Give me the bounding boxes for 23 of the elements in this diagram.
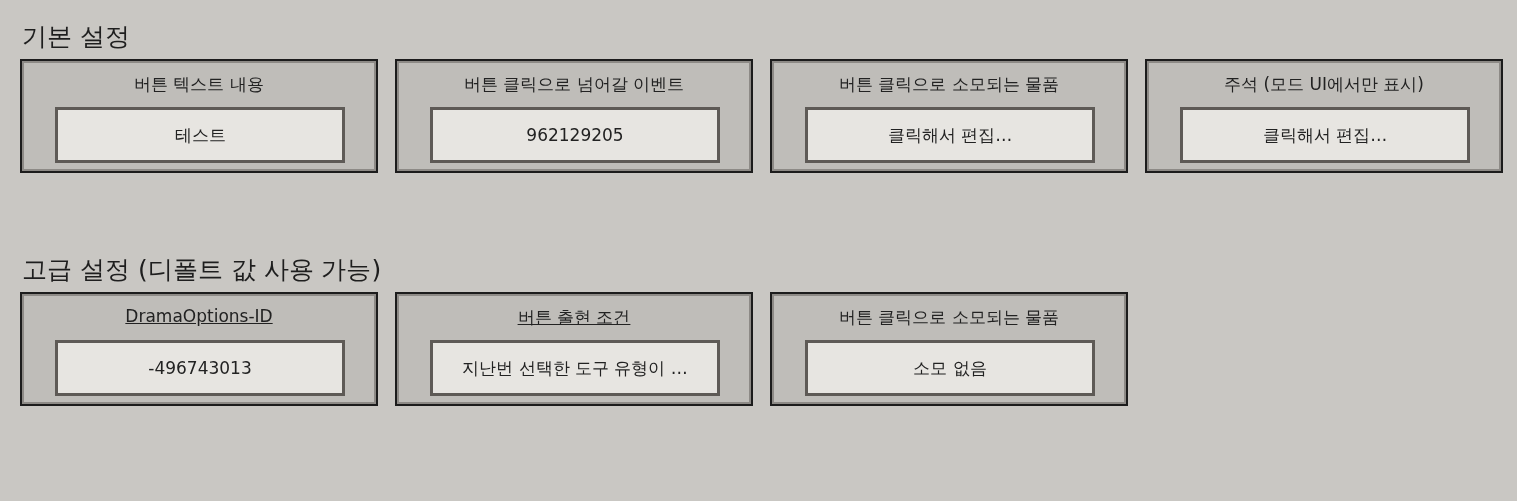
input-field: 962129205 [430, 107, 720, 163]
setting-label: 버튼 클릭으로 소모되는 물품 [838, 307, 1060, 327]
setting-panel [20, 59, 378, 173]
input-field: 클릭해서 편집… [1180, 107, 1470, 163]
setting-label: 버튼 텍스트 내용 [134, 74, 264, 94]
setting-panel [395, 59, 753, 173]
setting-panel [770, 59, 1128, 173]
input-field: 소모 없음 [805, 340, 1095, 396]
input-field: -496743013 [55, 340, 345, 396]
setting-label: 주석 (모드 UI에서만 표시) [1224, 74, 1424, 94]
setting-label: 버튼 클릭으로 소모되는 물품 [838, 74, 1060, 94]
section-heading: 고급 설정 (디폴트 값 사용 가능) [22, 254, 382, 286]
setting-link: 버튼 출현 조건 [517, 307, 631, 327]
setting-panel [770, 292, 1128, 406]
setting-panel [395, 292, 753, 406]
setting-link: DramaOptions-ID [125, 306, 273, 326]
setting-label: 버튼 클릭으로 넘어갈 이벤트 [463, 74, 685, 94]
input-field: 테스트 [55, 107, 345, 163]
section-heading: 기본 설정 [22, 21, 130, 53]
input-field: 클릭해서 편집… [805, 107, 1095, 163]
setting-panel [1145, 59, 1503, 173]
input-field: 지난번 선택한 도구 유형이 … [430, 340, 720, 396]
setting-panel [20, 292, 378, 406]
